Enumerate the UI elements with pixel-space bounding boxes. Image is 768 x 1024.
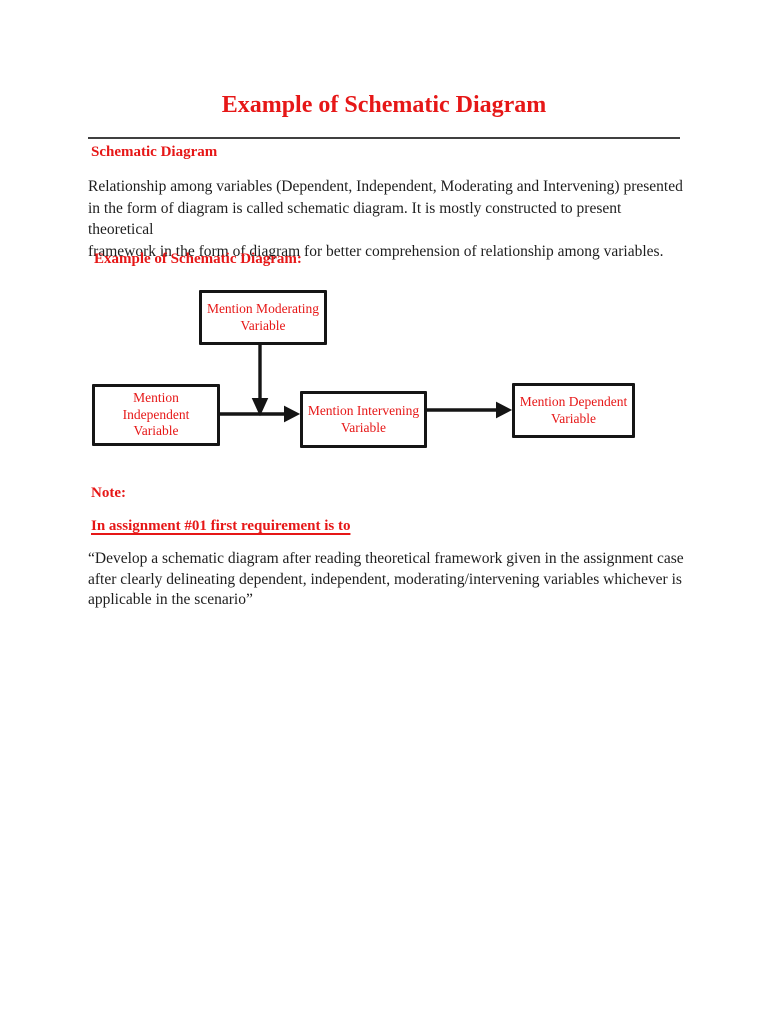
moderating-down-arrow: [251, 344, 269, 417]
quote-paragraph: “Develop a schematic diagram after readi…: [88, 550, 684, 608]
title-divider: [88, 137, 680, 139]
section-heading-schematic-diagram: Schematic Diagram: [91, 144, 218, 160]
moderating-variable-box: Mention Moderating Variable: [199, 290, 327, 345]
example-heading: Example of Schematic Diagram:: [94, 251, 302, 267]
independent-to-intervening-arrow: [220, 405, 301, 423]
dependent-variable-box: Mention Dependent Variable: [512, 383, 635, 438]
intervening-variable-box: Mention Intervening Variable: [300, 391, 427, 448]
intervening-to-dependent-arrow: [427, 401, 513, 419]
assignment-requirement-heading: In assignment #01 first requirement is t…: [91, 518, 351, 534]
independent-variable-box: Mention Independent Variable: [92, 384, 220, 446]
note-heading: Note:: [91, 485, 126, 501]
intro-paragraph: Relationship among variables (Dependent,…: [88, 178, 683, 260]
page-title: Example of Schematic Diagram: [221, 92, 547, 118]
schematic-diagram-figure: Mention Moderating Variable Mention Inde…: [88, 285, 680, 460]
diagram-arrows-layer: [220, 344, 513, 423]
